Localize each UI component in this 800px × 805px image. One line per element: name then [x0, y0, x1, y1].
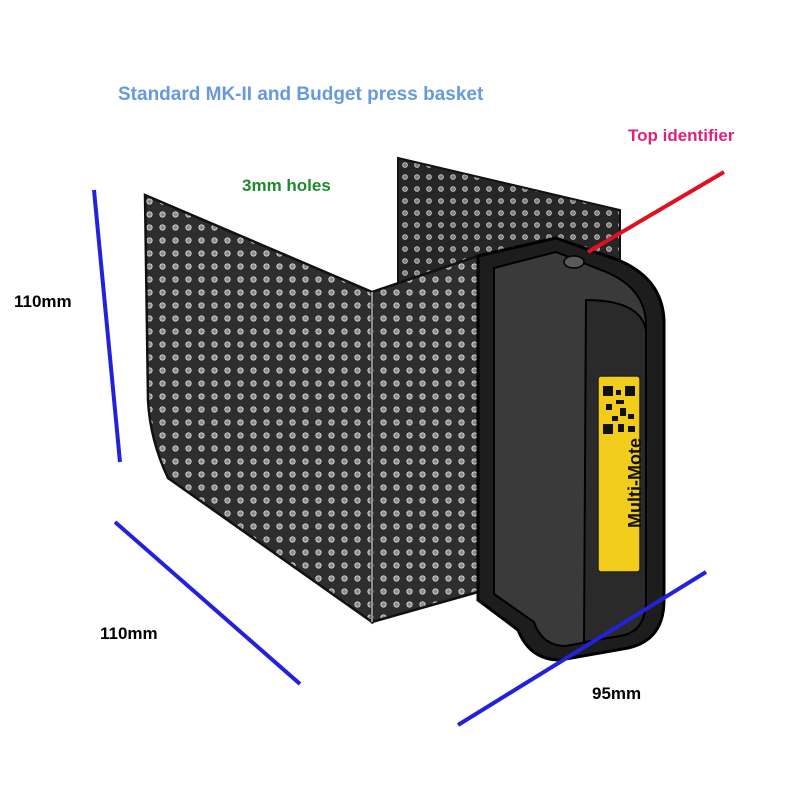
holes-annotation: 3mm holes	[242, 176, 331, 195]
height-dimension-line	[92, 189, 122, 463]
depth-dimension-line	[113, 520, 302, 686]
qr-code-icon	[602, 384, 636, 436]
label-text: Multi-Mote	[625, 438, 645, 528]
width-dimension-line	[456, 570, 708, 727]
left-panel	[143, 193, 374, 625]
front-panel	[370, 254, 480, 624]
depth-dimension-label: 110mm	[100, 624, 158, 643]
top-identifier-annotation: Top identifier	[628, 126, 735, 145]
height-dimension-label: 110mm	[14, 292, 72, 311]
diagram-title: Standard MK-II and Budget press basket	[118, 84, 484, 105]
top-identifier-pointer	[586, 170, 726, 254]
top-identifier-knob	[563, 255, 585, 269]
width-dimension-label: 95mm	[592, 684, 642, 703]
